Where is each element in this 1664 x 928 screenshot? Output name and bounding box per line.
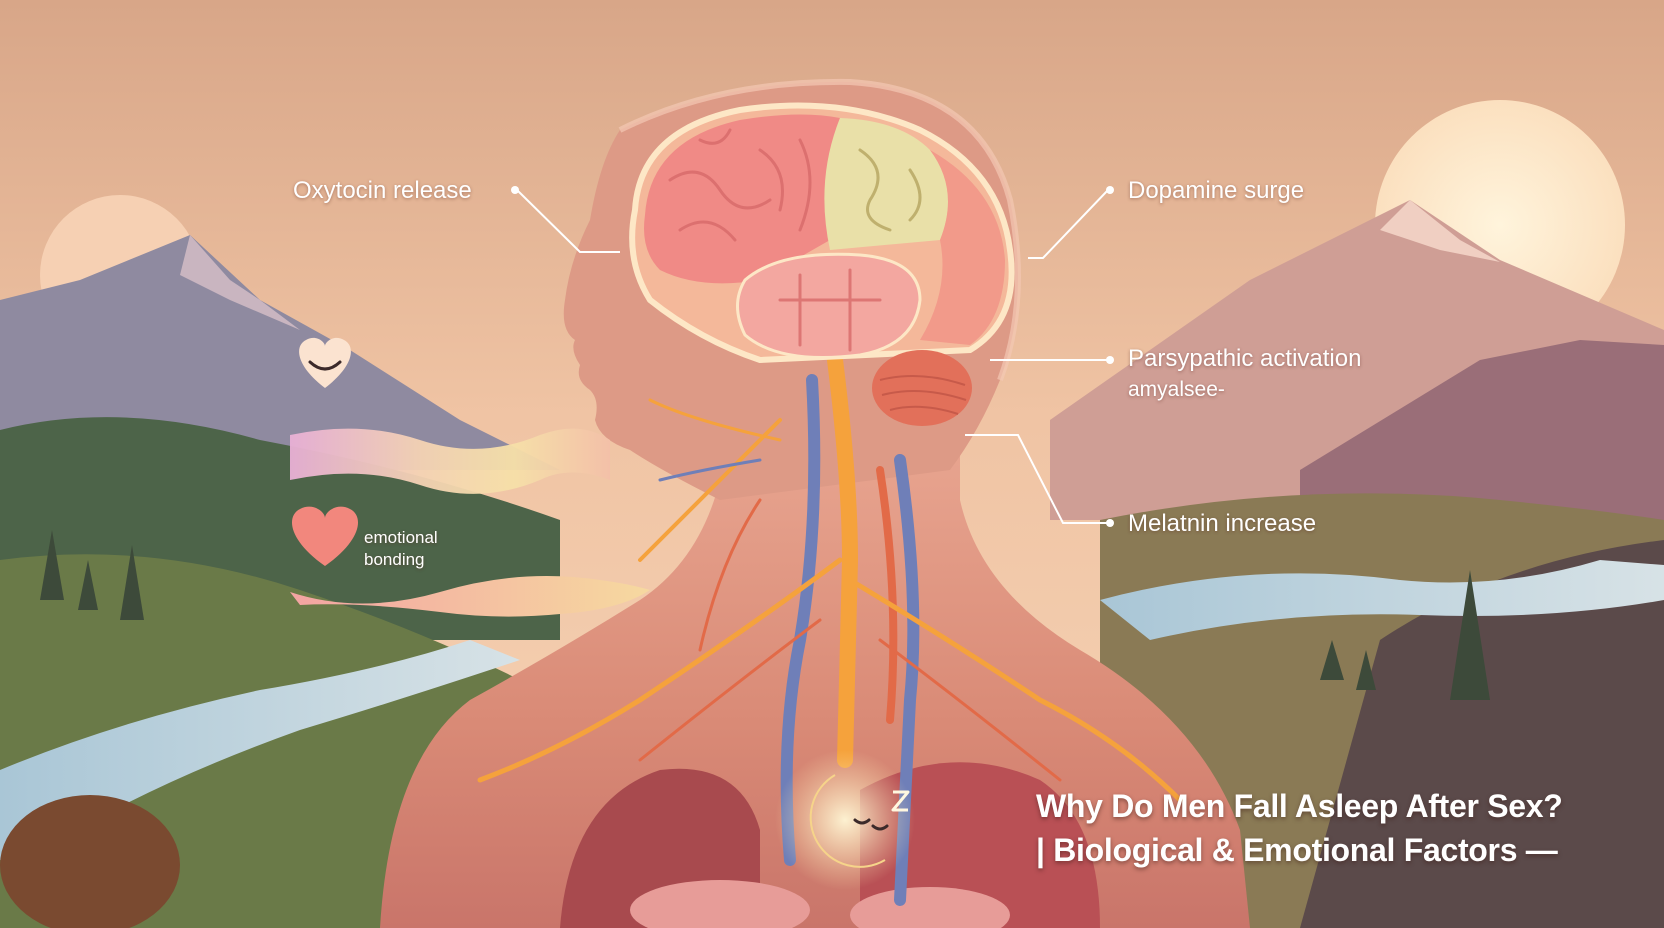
heart-smile-icon — [299, 337, 351, 388]
leader-lines — [516, 189, 1109, 524]
lower-organ-left — [630, 880, 810, 928]
heart-icon — [291, 506, 359, 566]
hill-right-dark — [1300, 540, 1664, 928]
chest-organ-right — [860, 762, 1100, 928]
mountain-left — [0, 235, 560, 470]
brain-temporal — [736, 252, 922, 359]
label-amygdala: amyalsee- — [1128, 378, 1225, 401]
brain-folds-2 — [858, 148, 922, 232]
label-oxytocin: Oxytocin release — [293, 177, 472, 204]
moon-sleep-icon — [809, 774, 910, 868]
brain-parietal — [824, 118, 948, 250]
river-left — [0, 640, 520, 860]
label-dopamine: Dopamine surge — [1128, 177, 1305, 204]
moon-glow — [775, 750, 915, 890]
label-emotional-bonding-line1: emotional — [364, 528, 438, 547]
lower-organ-right — [850, 887, 1010, 928]
brain-frontal — [644, 114, 840, 284]
brain-folds — [668, 128, 882, 352]
mountain-right-snow — [1380, 200, 1500, 262]
energy-wave-bottom — [290, 576, 650, 617]
bush — [0, 795, 180, 928]
label-parasympathetic: Parsypathic activation — [1128, 345, 1362, 372]
label-emotional-bonding-line2: bonding — [364, 550, 425, 569]
cerebellum — [872, 350, 972, 426]
brain-occipital — [920, 150, 1005, 345]
energy-wave-top — [290, 428, 610, 494]
trees — [40, 530, 1490, 700]
leader-dots — [511, 186, 1114, 527]
title-line-1: Why Do Men Fall Asleep After Sex? — [1036, 788, 1563, 824]
head-rim — [618, 78, 1021, 382]
river-right — [1100, 560, 1664, 640]
label-melatonin: Melatnin increase — [1128, 510, 1317, 537]
mountain-left-snow — [180, 235, 300, 330]
cerebellum-lines — [879, 375, 967, 415]
title-line-2: | Biological & Emotional Factors — — [1036, 832, 1558, 868]
